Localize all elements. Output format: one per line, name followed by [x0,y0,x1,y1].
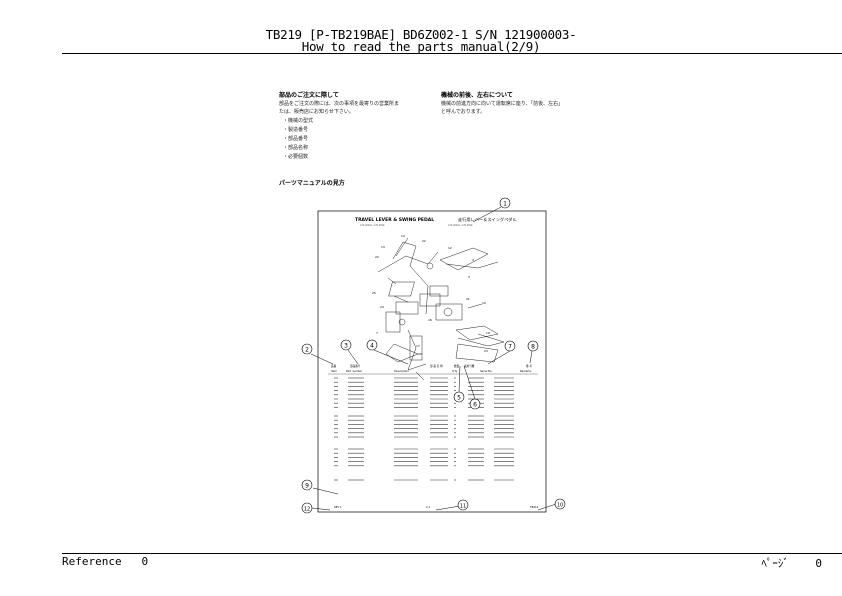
svg-text:21: 21 [466,297,470,301]
svg-text:11: 11 [460,503,466,509]
col-header-remarks: 備 考 [526,364,532,368]
order-item: ・部品名称 [283,145,309,151]
svg-text:13: 13 [381,245,385,249]
col-header-part-number-en: Part number [346,369,363,373]
col-header-description: 部 品 名 称 [430,364,443,368]
sample-page-subtitle-jp: 17S-0002A~17S-0999 [448,224,473,227]
svg-text:10: 10 [482,301,486,305]
svg-text:9: 9 [305,482,309,489]
exploded-view-drawing [377,237,505,381]
col-header-item: 品番 [331,364,337,368]
sample-footer-right: TB219 [530,505,539,509]
callout-11: 11 [457,499,469,511]
callout-3: 3 [340,339,352,351]
svg-text:4: 4 [370,342,374,349]
reference-label: Reference [62,555,122,568]
sample-page-subtitle: 17S-0002A~17S-0999 [360,224,385,227]
col-header-remarks-en: Remarks [520,369,532,373]
callout-1: 1 [499,197,511,209]
page-value: 0 [815,557,822,570]
svg-text:25: 25 [372,291,376,295]
direction-body-1: 機械の前進方向に向いて運転席に座り、「前後、左右」 [441,101,564,107]
svg-text:22: 22 [375,255,379,259]
sample-footer-center: 2-1 [426,505,431,509]
col-header-item-en: Item [331,369,337,373]
reference-value: 0 [141,555,149,568]
svg-text:8: 8 [531,343,535,350]
callout-9: 9 [301,479,313,491]
svg-text:4: 4 [472,258,474,262]
parts-list [334,377,514,481]
col-header-serial-en: Serial No. [480,369,493,373]
callout-10: 10 [554,498,566,510]
col-header-description-en: Description [394,369,409,373]
order-body-2: たは、販売店にお知らせ下さい。 [279,109,354,115]
svg-text:19: 19 [486,331,490,335]
direction-heading: 機械の前後、左右について [441,92,513,99]
svg-text:10: 10 [557,502,563,508]
svg-text:3: 3 [468,275,470,279]
sample-page-title: TRAVEL LEVER & SWING PEDAL [355,217,434,223]
svg-text:12: 12 [304,506,310,512]
header-title-line-1: TB219 [P-TB219BAE] BD6Z002-1 S/N 1219000… [265,27,577,42]
footer-rule [62,553,842,554]
parts-table-header: 品番 部品番号 部 品 名 称 数量 適用号機 備 考 Item Part nu… [331,364,532,373]
col-header-qty-en: Q'ty [452,369,458,373]
svg-text:1: 1 [503,200,507,207]
col-header-serial: 適用号機 [464,364,475,368]
svg-text:7: 7 [508,343,512,350]
callout-6: 6 [469,398,481,410]
callout-12: 12 [301,502,313,514]
header-rule [62,53,842,54]
svg-text:2: 2 [305,346,309,353]
order-item: ・機械の型式 [283,118,314,124]
order-heading: 部品のご注文に際して [279,92,339,99]
parts-manual-figure: TRAVEL LEVER & SWING PEDAL 走行用レバー＆スイングペダ… [301,197,566,514]
sample-page [317,210,547,513]
callout-2: 2 [301,343,313,355]
order-item: ・必要個数 [283,154,309,160]
svg-text:12: 12 [448,246,452,250]
sample-page-title-jp: 走行用レバー＆スイングペダル [458,216,517,223]
svg-text:7: 7 [376,331,378,335]
svg-text:17: 17 [416,344,420,348]
svg-text:24: 24 [380,305,384,309]
page-label: ﾍﾟｰｼﾞ [761,557,789,570]
order-item: ・部品番号 [283,136,309,142]
direction-body-2: と呼んでおります。 [441,109,486,115]
section-heading: パーツマニュアルの見方 [279,180,345,187]
callout-5: 5 [453,391,465,403]
svg-text:14: 14 [401,234,405,238]
svg-text:22: 22 [422,239,426,243]
callout-leaders [310,206,557,511]
drawing-item-numbers: 14 22 13 22 12 4 3 25 24 21 10 19 17 20 23 7 16 [372,234,490,356]
svg-text:6: 6 [473,401,477,408]
callout-7: 7 [504,340,516,352]
header-title-line-2: How to read the parts manual(2/9) [301,39,541,54]
svg-text:5: 5 [457,394,461,401]
col-header-qty: 数量 [454,364,460,368]
order-item: ・製造番号 [283,127,309,133]
callout-4: 4 [366,339,378,351]
order-body-1: 部品をご注文の際には、次の事項を最寄りの営業所ま [279,101,400,107]
footer-page: ﾍﾟｰｼﾞ 0 [761,555,822,571]
col-header-part-number: 部品番号 [350,364,361,368]
svg-text:16: 16 [428,318,432,322]
svg-text:23: 23 [484,349,488,353]
document-header: TB219 [P-TB219BAE] BD6Z002-1 S/N 1219000… [0,27,842,54]
callout-8: 8 [527,340,539,352]
footer-reference: Reference 0 [62,555,148,568]
svg-text:3: 3 [344,342,348,349]
svg-text:20: 20 [418,352,422,356]
sample-footer-left: REV 1 [334,505,342,509]
